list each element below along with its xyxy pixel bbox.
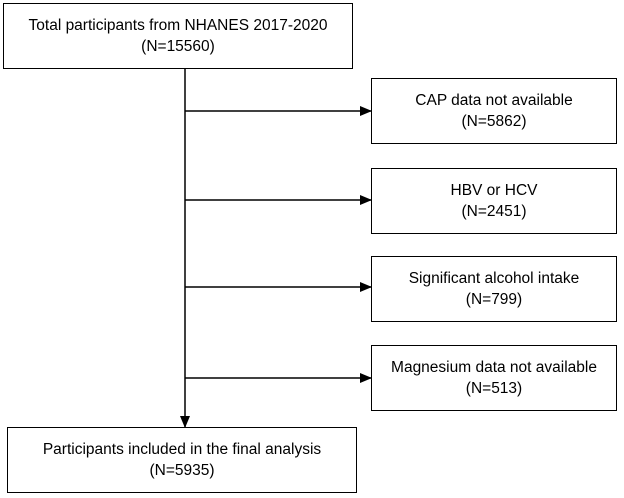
final-analysis-label: Participants included in the final analy… bbox=[42, 441, 322, 458]
total-participants-count: (N=15560) bbox=[141, 38, 215, 55]
final-analysis-box: Participants included in the final analy… bbox=[7, 427, 357, 493]
alcohol-exclusion-label: Significant alcohol intake bbox=[408, 270, 580, 287]
total-participants-label: Total participants from NHANES 2017-2020 bbox=[28, 17, 328, 34]
final-analysis-count: (N=5935) bbox=[149, 462, 215, 479]
hbv-hcv-exclusion-box: HBV or HCV (N=2451) bbox=[371, 168, 617, 234]
magnesium-exclusion-label: Magnesium data not available bbox=[391, 359, 597, 376]
total-participants-box: Total participants from NHANES 2017-2020… bbox=[3, 3, 353, 69]
alcohol-exclusion-box: Significant alcohol intake (N=799) bbox=[371, 256, 617, 322]
cap-exclusion-label: CAP data not available bbox=[415, 92, 573, 109]
hbv-hcv-exclusion-label: HBV or HCV bbox=[450, 182, 538, 199]
hbv-hcv-exclusion-count: (N=2451) bbox=[461, 203, 527, 220]
cap-exclusion-count: (N=5862) bbox=[461, 113, 527, 130]
magnesium-exclusion-box: Magnesium data not available (N=513) bbox=[371, 345, 617, 411]
cap-exclusion-box: CAP data not available (N=5862) bbox=[371, 78, 617, 144]
magnesium-exclusion-count: (N=513) bbox=[465, 380, 523, 397]
alcohol-exclusion-count: (N=799) bbox=[465, 291, 523, 308]
